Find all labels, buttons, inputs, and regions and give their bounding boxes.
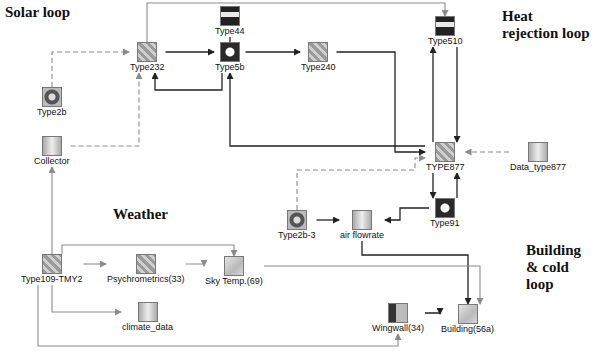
component-label: Data_type877	[509, 162, 567, 173]
component-icon	[137, 42, 157, 62]
flow-connector	[155, 73, 222, 90]
component-node: Collector	[33, 136, 71, 167]
component-node: Type91	[429, 198, 461, 229]
flow-connector	[362, 241, 468, 304]
component-icon	[435, 142, 455, 162]
component-icon	[220, 6, 240, 26]
component-icon	[42, 254, 62, 274]
flow-connector	[432, 47, 433, 142]
region-label: Weather	[113, 206, 193, 223]
region-label: Solar loop	[5, 4, 105, 21]
component-icon	[42, 87, 62, 107]
component-label: Wingwall(34)	[371, 323, 425, 334]
component-icon	[224, 256, 244, 276]
component-icon	[138, 302, 158, 322]
flow-connector	[230, 73, 425, 146]
flow-connector	[52, 285, 121, 312]
component-node: Type240	[300, 42, 337, 73]
component-node: Type232	[129, 42, 166, 73]
component-node: Wingwall(34)	[371, 303, 425, 334]
component-icon	[388, 303, 408, 323]
info-connector	[297, 158, 425, 210]
component-icon	[220, 42, 240, 62]
flow-connector	[456, 47, 457, 142]
component-label: Psychrometrics(33)	[106, 274, 186, 285]
flow-connector	[385, 208, 429, 220]
component-icon	[435, 16, 455, 36]
flow-connector	[432, 173, 433, 198]
flow-connector	[456, 173, 457, 198]
component-icon	[528, 142, 548, 162]
component-node: Type109-TMY2	[20, 254, 84, 285]
component-icon	[42, 136, 62, 156]
component-node: Type5b	[214, 42, 246, 73]
flow-connector	[51, 167, 52, 254]
flow-connector	[186, 264, 205, 266]
flow-connector	[317, 219, 340, 220]
flow-connector	[337, 52, 426, 152]
region-label: Heat rejection loop	[502, 8, 592, 42]
component-node: climate_data	[121, 302, 174, 333]
component-label: air flowrate	[339, 230, 385, 241]
flow-connector	[425, 313, 440, 314]
component-label: Collector	[33, 156, 71, 167]
info-connector	[466, 151, 510, 152]
component-node: Psychrometrics(33)	[106, 254, 186, 285]
component-label: Building(56a)	[440, 324, 495, 335]
component-node: Building(56a)	[440, 304, 495, 335]
info-connector	[52, 52, 129, 87]
component-label: Type2b	[36, 107, 68, 118]
component-node: TYPE877	[425, 142, 466, 173]
info-connector	[71, 73, 140, 146]
component-icon	[287, 210, 307, 230]
component-label: Type91	[429, 218, 461, 229]
component-label: climate_data	[121, 322, 174, 333]
component-icon	[308, 42, 328, 62]
component-node: Data_type877	[509, 142, 567, 173]
flow-connector	[246, 51, 301, 52]
component-label: Type2b-3	[277, 230, 317, 241]
component-node: air flowrate	[339, 210, 385, 241]
component-node: Type44	[214, 6, 246, 37]
region-label: Building & cold loop	[526, 242, 596, 293]
component-node: Type510	[427, 16, 464, 47]
component-icon	[136, 254, 156, 274]
component-label: Type232	[129, 62, 166, 73]
flow-connector	[147, 3, 445, 42]
component-label: Type44	[214, 26, 246, 37]
component-icon	[458, 304, 478, 324]
component-node: Sky Temp.(69)	[204, 256, 264, 287]
component-label: TYPE877	[425, 162, 466, 173]
component-icon	[352, 210, 372, 230]
component-label: Type240	[300, 62, 337, 73]
component-node: Type2b	[36, 87, 68, 118]
component-label: Type5b	[214, 62, 246, 73]
component-label: Type510	[427, 36, 464, 47]
component-label: Type109-TMY2	[20, 274, 84, 285]
flow-connector	[84, 263, 107, 264]
component-node: Type2b-3	[277, 210, 317, 241]
flow-connector	[38, 285, 398, 346]
flow-connector	[166, 51, 215, 52]
component-label: Sky Temp.(69)	[204, 276, 264, 287]
flow-connector	[264, 266, 480, 304]
component-icon	[435, 198, 455, 218]
